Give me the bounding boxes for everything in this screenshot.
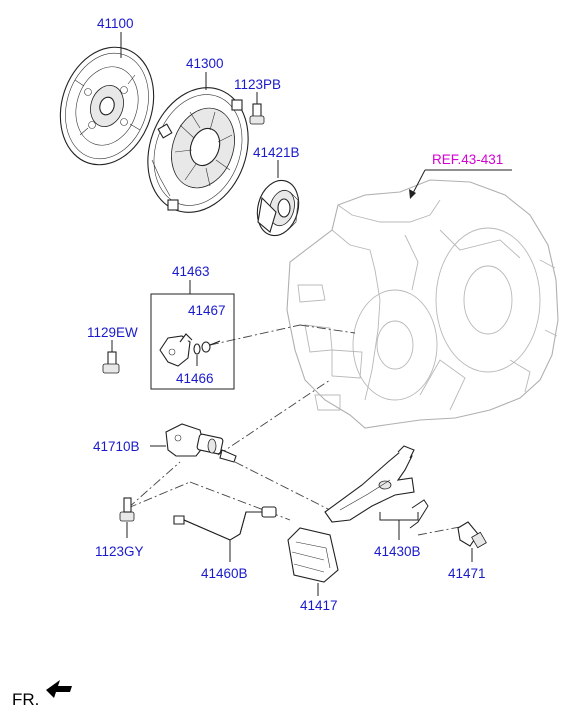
slave-cylinder-41710B: [150, 423, 237, 463]
label-41463: 41463: [172, 264, 210, 279]
label-41467: 41467: [188, 303, 226, 318]
bolt-1123PB: [249, 92, 265, 125]
label-41421B: 41421B: [253, 145, 300, 160]
label-41710B: 41710B: [93, 439, 140, 454]
front-direction-indicator: FR.: [12, 680, 72, 709]
release-bearing-41421B: [256, 160, 300, 237]
clutch-disc-41100: [59, 32, 155, 166]
label-41460B: 41460B: [201, 566, 248, 581]
release-fork-41430B: [324, 445, 429, 540]
clutch-hose-41460B: [173, 506, 277, 562]
label-1123PB: 1123PB: [234, 77, 281, 92]
nut-41467: [201, 340, 221, 353]
reference-leader: [409, 169, 512, 199]
bracket-41463: [159, 333, 193, 367]
pressure-plate-41300: [147, 72, 249, 213]
label-41471: 41471: [448, 566, 486, 581]
label-41300: 41300: [186, 56, 224, 71]
assembly-lines: [127, 324, 471, 536]
group-box-41463: [150, 293, 235, 390]
reference-43-431: REF.43-431: [432, 152, 503, 167]
label-41417: 41417: [300, 598, 338, 613]
label-41100: 41100: [97, 16, 134, 31]
transmission-housing: [286, 179, 559, 429]
dust-boot-41417: [287, 527, 339, 596]
label-1123GY: 1123GY: [95, 544, 144, 559]
washer-41466: [193, 343, 201, 366]
front-label: FR.: [12, 690, 39, 709]
switch-41471: [457, 521, 487, 562]
label-1129EW: 1129EW: [87, 325, 138, 340]
label-41430B: 41430B: [374, 544, 421, 559]
bolt-1129EW: [102, 340, 120, 374]
front-arrow-icon: [46, 680, 72, 698]
bolt-1123GY: [119, 497, 135, 538]
label-41466: 41466: [176, 371, 214, 386]
